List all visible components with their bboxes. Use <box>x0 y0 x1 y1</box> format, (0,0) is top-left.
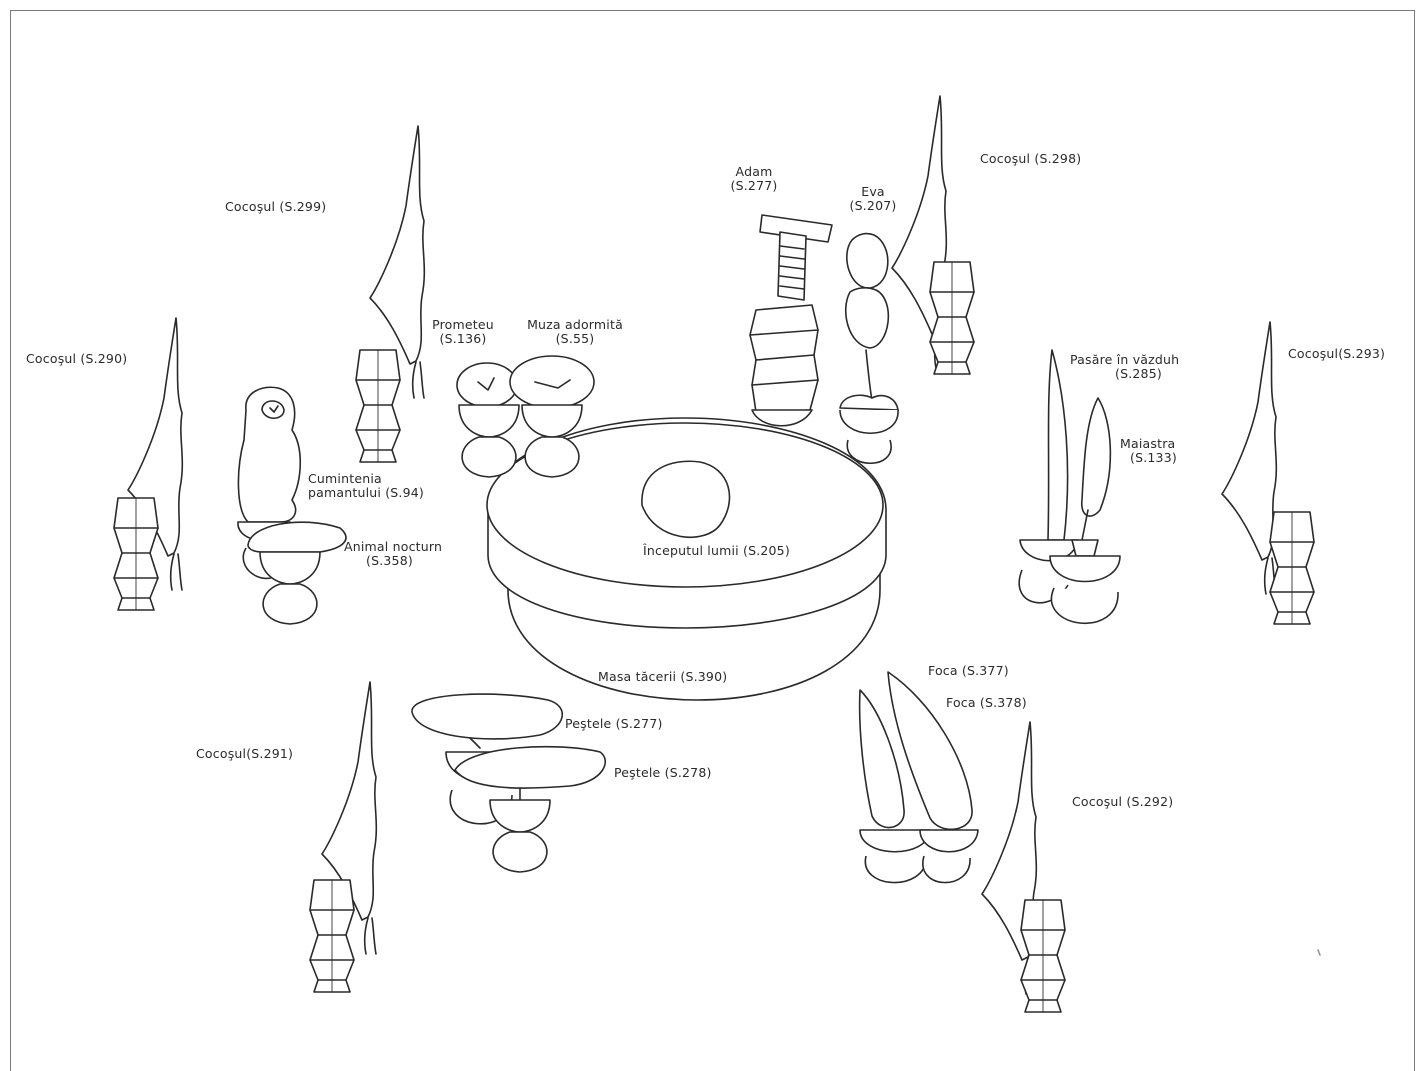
label-foca-s378: Foca (S.378) <box>946 696 1027 710</box>
rooster-s292 <box>982 722 1065 1012</box>
label-animal-line1: Animal nocturn <box>344 540 442 554</box>
label-cocosul-s290: Cocoşul (S.290) <box>26 352 127 366</box>
label-cumintenia: Cumintenia pamantului (S.94) <box>308 472 424 500</box>
label-maiastra: Maiastra (S.133) <box>1120 437 1177 465</box>
label-muza-code: (S.55) <box>520 332 630 346</box>
label-cocosul-s291: Cocoşul(S.291) <box>196 747 293 761</box>
label-adam: Adam (S.277) <box>722 165 786 193</box>
label-pasare: Pasăre în văzduh (S.285) <box>1070 353 1179 381</box>
eva-sculpture <box>840 234 898 464</box>
label-muza: Muza adormită (S.55) <box>520 318 630 346</box>
label-cocosul-s298: Cocoşul (S.298) <box>980 152 1081 166</box>
rooster-s299 <box>356 126 424 462</box>
label-eva-code: (S.207) <box>838 199 908 213</box>
label-cocosul-s293: Cocoşul(S.293) <box>1288 347 1385 361</box>
rooster-s291 <box>310 682 376 992</box>
label-cocosul-s292: Cocoşul (S.292) <box>1072 795 1173 809</box>
label-pestele-s278: Peştele (S.278) <box>614 766 712 780</box>
label-animal-line2: (S.358) <box>344 554 442 568</box>
label-muza-name: Muza adormită <box>520 318 630 332</box>
label-prometeu: Prometeu (S.136) <box>428 318 498 346</box>
label-pasare-name: Pasăre în văzduh <box>1070 353 1179 367</box>
rooster-s298 <box>892 96 974 374</box>
label-adam-code: (S.277) <box>722 179 786 193</box>
label-inceputul-lumii: Începutul lumii (S.205) <box>643 544 790 558</box>
label-animal-nocturn: Animal nocturn (S.358) <box>344 540 442 568</box>
label-cocosul-s299: Cocoşul (S.299) <box>225 200 326 214</box>
label-maiastra-name: Maiastra <box>1120 437 1177 451</box>
label-foca-s377: Foca (S.377) <box>928 664 1009 678</box>
label-pestele-s277: Peştele (S.277) <box>565 717 663 731</box>
label-cumintenia-line1: Cumintenia <box>308 472 424 486</box>
label-prometeu-code: (S.136) <box>428 332 498 346</box>
label-eva-name: Eva <box>838 185 908 199</box>
label-masa-tacerii: Masa tăcerii (S.390) <box>598 670 727 684</box>
label-eva: Eva (S.207) <box>838 185 908 213</box>
label-cumintenia-line2: pamantului (S.94) <box>308 486 424 500</box>
label-maiastra-code: (S.133) <box>1120 451 1177 465</box>
rooster-s293 <box>1222 322 1314 624</box>
label-prometeu-name: Prometeu <box>428 318 498 332</box>
adam-sculpture <box>750 215 832 426</box>
label-pasare-code: (S.285) <box>1070 367 1179 381</box>
label-adam-name: Adam <box>722 165 786 179</box>
